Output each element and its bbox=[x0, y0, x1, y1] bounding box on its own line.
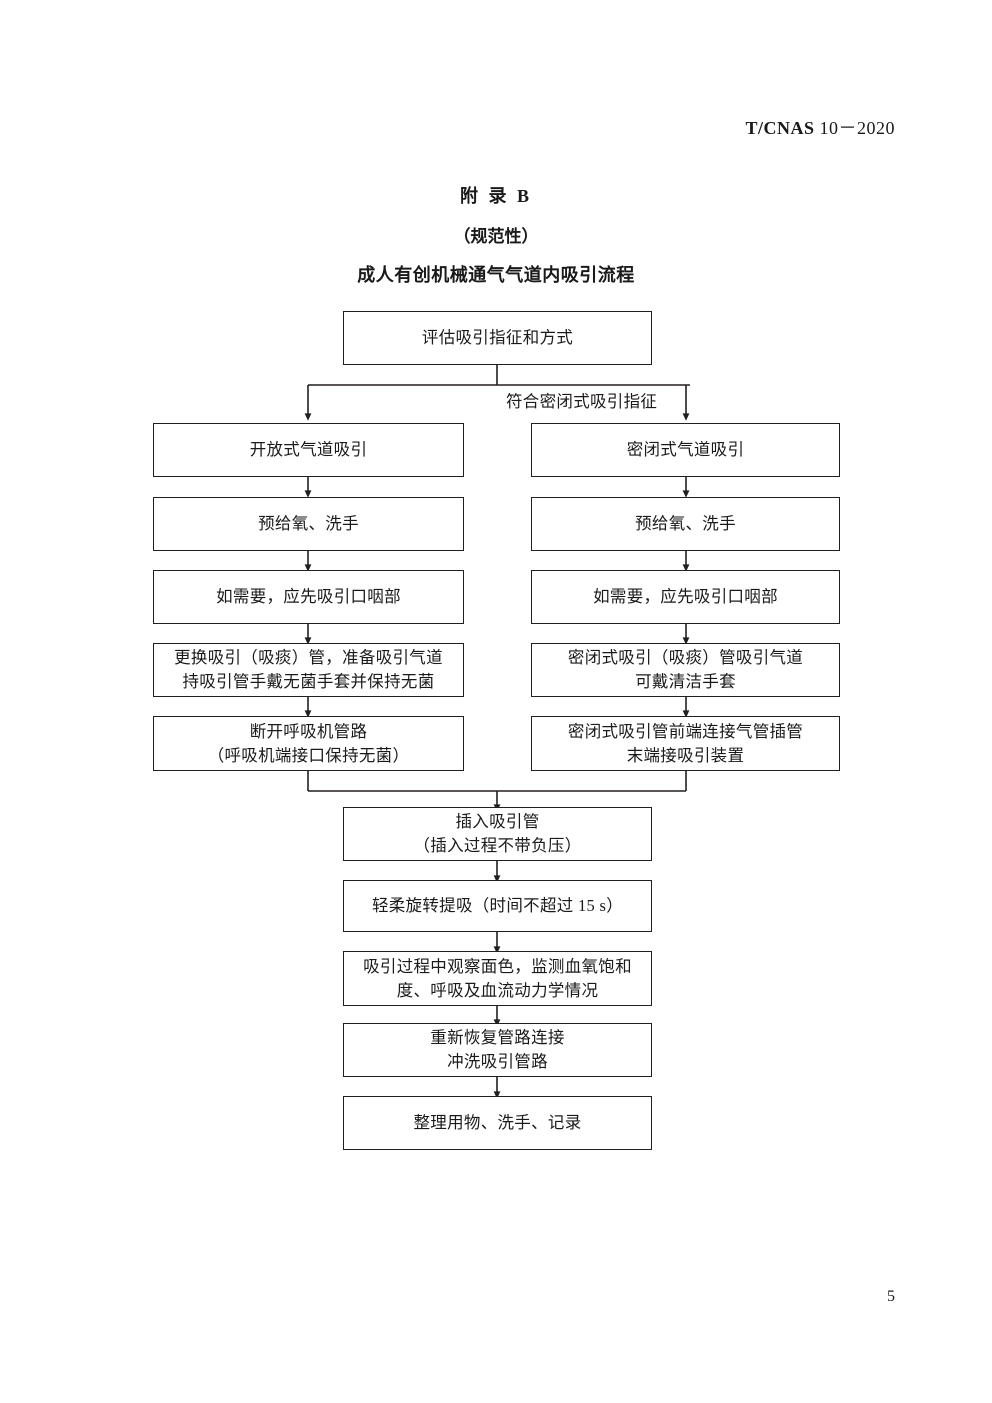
flow-node-left-4-line2: 持吸引管手戴无菌手套并保持无菌 bbox=[182, 672, 435, 691]
standard-header: T/CNAS 10－2020 bbox=[745, 114, 895, 140]
flow-node-merged-4-line1: 重新恢复管路连接 bbox=[430, 1028, 565, 1048]
flow-node-merged-2-line1: 轻柔旋转提吸（时间不超过 15 s） bbox=[371, 896, 624, 916]
page-number: 5 bbox=[887, 1288, 895, 1305]
flow-node-left-4: 更换吸引（吸痰）管，准备吸引气道 持吸引管手戴无菌手套并保持无菌 bbox=[153, 643, 464, 697]
flow-node-merged-4-line2: 冲洗吸引管路 bbox=[447, 1052, 548, 1071]
flow-node-merged-5: 整理用物、洗手、记录 bbox=[343, 1096, 652, 1150]
flow-node-right-5-line1: 密闭式吸引管前端连接气管插管 bbox=[567, 721, 804, 741]
flow-node-merged-3-line1: 吸引过程中观察面色，监测血氧饱和 bbox=[363, 956, 632, 976]
annex-normative-label: （规范性） bbox=[453, 227, 539, 246]
flow-node-left-1-line1: 开放式气道吸引 bbox=[249, 440, 368, 460]
flow-node-right-3: 如需要，应先吸引口咽部 bbox=[531, 570, 840, 624]
flow-node-right-2: 预给氧、洗手 bbox=[531, 497, 840, 551]
flow-branch-label: 符合密闭式吸引指征 bbox=[506, 392, 658, 411]
flow-node-merged-4: 重新恢复管路连接 冲洗吸引管路 bbox=[343, 1023, 652, 1077]
annex-label: 附 录 B bbox=[459, 186, 532, 206]
standard-number: 10－2020 bbox=[819, 118, 895, 138]
flow-node-right-3-line1: 如需要，应先吸引口咽部 bbox=[593, 587, 778, 607]
flow-node-left-3-line1: 如需要，应先吸引口咽部 bbox=[216, 587, 401, 607]
standard-code: T/CNAS bbox=[745, 118, 815, 138]
flow-node-merged-2: 轻柔旋转提吸（时间不超过 15 s） bbox=[343, 880, 652, 932]
flow-node-left-4-line1: 更换吸引（吸痰）管，准备吸引气道 bbox=[174, 648, 443, 668]
flow-node-merged-1-line2: （插入过程不带负压） bbox=[413, 836, 582, 855]
flow-node-start: 评估吸引指征和方式 bbox=[343, 311, 652, 365]
flow-node-merged-3-line2: 度、呼吸及血流动力学情况 bbox=[396, 980, 599, 1000]
flow-node-right-2-line1: 预给氧、洗手 bbox=[635, 514, 736, 534]
flow-node-right-1-line1: 密闭式气道吸引 bbox=[626, 440, 745, 460]
flow-node-start-line1: 评估吸引指征和方式 bbox=[421, 328, 574, 348]
flow-node-merged-5-line1: 整理用物、洗手、记录 bbox=[413, 1113, 582, 1133]
flow-node-left-3: 如需要，应先吸引口咽部 bbox=[153, 570, 464, 624]
flow-node-right-1: 密闭式气道吸引 bbox=[531, 423, 840, 477]
flow-node-right-4: 密闭式吸引（吸痰）管吸引气道 可戴清洁手套 bbox=[531, 643, 840, 697]
flow-node-left-5: 断开呼吸机管路 （呼吸机端接口保持无菌） bbox=[153, 716, 464, 771]
flow-node-right-5-line2: 末端接吸引装置 bbox=[626, 745, 745, 765]
flow-node-right-4-line2: 可戴清洁手套 bbox=[635, 672, 736, 691]
flow-node-left-1: 开放式气道吸引 bbox=[153, 423, 464, 477]
flow-node-left-5-line2: （呼吸机端接口保持无菌） bbox=[207, 745, 410, 765]
annex-main-title: 成人有创机械通气气道内吸引流程 bbox=[357, 265, 635, 285]
flow-node-merged-1-line1: 插入吸引管 bbox=[455, 812, 540, 832]
flow-node-merged-3: 吸引过程中观察面色，监测血氧饱和 度、呼吸及血流动力学情况 bbox=[343, 951, 652, 1006]
flow-node-right-4-line1: 密闭式吸引（吸痰）管吸引气道 bbox=[567, 648, 804, 668]
flow-node-merged-1: 插入吸引管 （插入过程不带负压） bbox=[343, 807, 652, 861]
flow-node-left-5-line1: 断开呼吸机管路 bbox=[249, 721, 368, 741]
flow-node-right-5: 密闭式吸引管前端连接气管插管 末端接吸引装置 bbox=[531, 716, 840, 771]
annex-title-block: 附 录 B （规范性） 成人有创机械通气气道内吸引流程 bbox=[0, 182, 992, 287]
flow-node-left-2: 预给氧、洗手 bbox=[153, 497, 464, 551]
flow-node-left-2-line1: 预给氧、洗手 bbox=[258, 514, 359, 534]
